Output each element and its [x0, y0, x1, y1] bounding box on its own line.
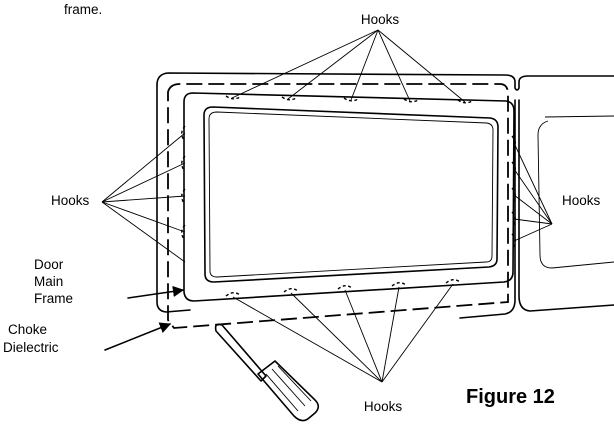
- leader-lines-right: [513, 142, 553, 242]
- choke-dielectric-arrow: [104, 322, 172, 351]
- door-label-line2: Main: [34, 274, 63, 289]
- door-main-frame: [183, 92, 515, 302]
- top-text-fragment: frame.: [64, 2, 102, 17]
- hooks-bottom: [225, 279, 461, 297]
- hooks-top: [225, 95, 473, 104]
- hooks-right-label: Hooks: [562, 193, 601, 208]
- hooks-bottom-label: Hooks: [364, 399, 403, 414]
- hooks-left-label: Hooks: [51, 193, 90, 208]
- oven-cabinet-outline: [156, 72, 614, 319]
- choke-label-line2: Dielectric: [3, 340, 59, 355]
- leader-lines-left: [101, 132, 186, 263]
- leader-lines-bottom: [232, 283, 454, 383]
- hooks-left: [181, 125, 186, 240]
- figure-caption: Figure 12: [466, 386, 555, 408]
- screwdriver-icon: [214, 323, 320, 422]
- hooks-right: [511, 135, 516, 249]
- choke-label-line1: Choke: [8, 322, 47, 337]
- leader-lines-top: [231, 29, 466, 103]
- door-label-line1: Door: [34, 257, 64, 272]
- hooks-top-label: Hooks: [361, 12, 400, 27]
- door-label-line3: Frame: [34, 291, 73, 306]
- choke-dielectric-outline: [167, 83, 509, 329]
- door-main-frame-arrow: [127, 285, 185, 299]
